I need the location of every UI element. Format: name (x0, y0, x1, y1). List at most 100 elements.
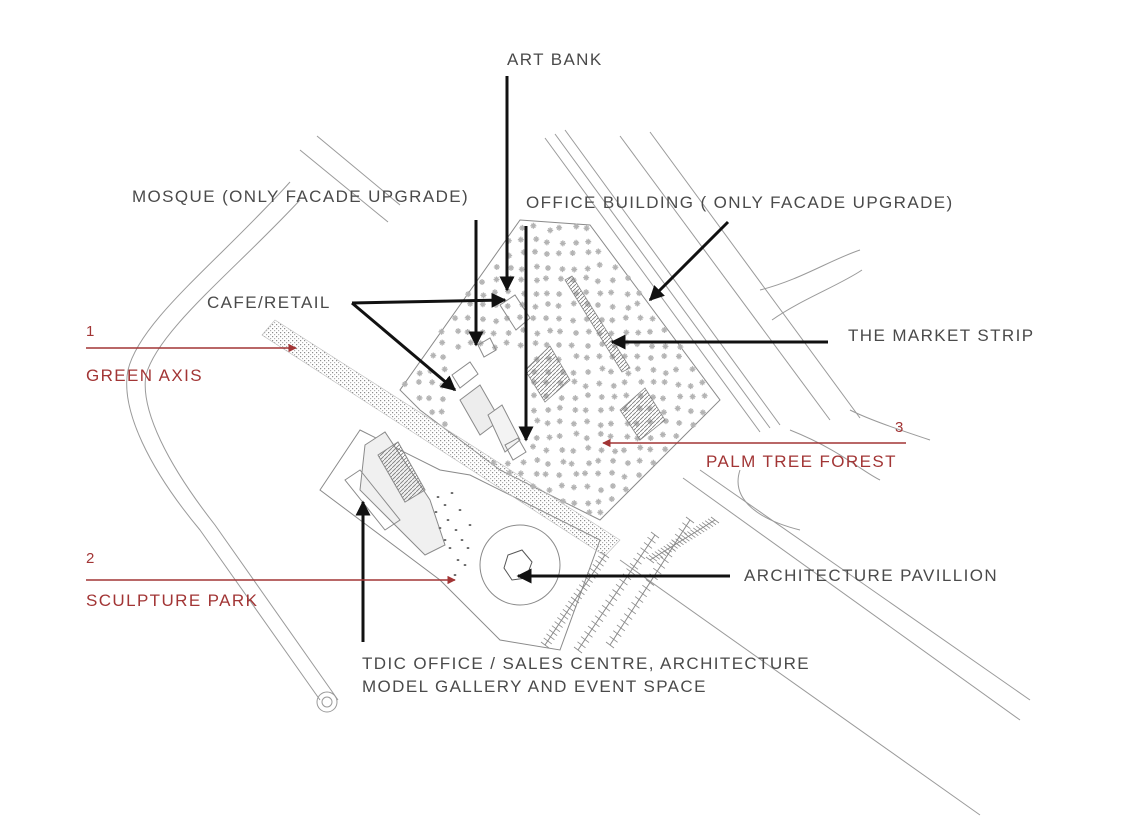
palm-tree-mark (622, 486, 629, 493)
palm-tree-mark (520, 459, 527, 466)
palm-tree-mark (520, 249, 527, 256)
palm-tree-mark (543, 290, 550, 297)
parking-bay-mark (580, 636, 590, 643)
palm-tree-mark (607, 420, 614, 427)
palm-tree-mark (637, 444, 644, 451)
palm-tree-mark (543, 250, 550, 257)
arrow-cafe-retail-a (351, 292, 507, 308)
palm-tree-mark (621, 379, 628, 386)
palm-tree-mark (661, 353, 668, 360)
palm-tree-mark (585, 369, 592, 376)
palm-tree-mark (594, 302, 601, 309)
parking-bay-mark (584, 630, 593, 638)
palm-tree-mark (479, 279, 486, 286)
parking-bay-mark (629, 563, 639, 570)
palm-tree-mark (570, 484, 577, 491)
palm-tree-mark (533, 434, 540, 441)
palm-tree-mark (608, 289, 615, 296)
palm-tree-mark (555, 341, 562, 348)
palm-tree-mark (531, 248, 538, 255)
palm-tree-mark (568, 342, 575, 349)
parking-bay-mark (594, 615, 604, 622)
parking-bay-mark (584, 576, 593, 583)
parking-bay-mark (704, 520, 714, 527)
parking-bay-mark (701, 522, 711, 529)
palm-tree-mark (650, 378, 657, 385)
palm-tree-mark (571, 378, 578, 385)
sculpture-mark (466, 547, 470, 549)
parking-bay-mark (645, 579, 655, 586)
palm-tree-mark (464, 314, 471, 321)
palm-tree-mark (699, 379, 706, 386)
parking-bay-mark (645, 556, 655, 564)
palm-tree-mark (594, 278, 601, 285)
parking-bay-mark (648, 554, 658, 562)
palm-tree-mark (559, 446, 566, 453)
palm-tree-mark (621, 353, 628, 360)
palm-tree-mark (530, 315, 537, 322)
parking-bay-mark (608, 594, 618, 602)
parking-bay-mark (640, 547, 649, 555)
palm-tree-mark (598, 487, 605, 494)
palm-tree-mark (517, 470, 524, 477)
palm-tree-mark (586, 509, 593, 516)
parking-bay-mark (609, 635, 618, 643)
palm-tree-mark (612, 448, 619, 455)
palm-tree-mark (625, 304, 632, 311)
parking-bay-mark (663, 545, 672, 553)
pavillion-shape (479, 524, 561, 606)
parking-bay-mark (570, 596, 580, 604)
palm-tree-mark (570, 447, 577, 454)
parking-bay-mark (557, 617, 566, 624)
palm-tree-mark (545, 406, 552, 413)
palm-tree-mark (673, 433, 680, 440)
palm-tree-mark (505, 237, 512, 244)
palm-tree-mark (479, 316, 486, 323)
palm-tree-mark (611, 393, 618, 400)
palm-tree-mark (625, 370, 632, 377)
palm-tree-mark (573, 470, 580, 477)
parking-bay-mark (642, 584, 651, 592)
parking-bay-mark (598, 555, 607, 563)
parking-bay-mark (627, 607, 637, 615)
parking-bay-mark (626, 568, 635, 575)
palm-tree-mark (546, 434, 553, 441)
palm-tree-mark (544, 265, 551, 272)
palm-tree-mark (560, 458, 567, 465)
palm-tree-mark (675, 381, 682, 388)
palm-tree-mark (608, 405, 615, 412)
palm-tree-mark (596, 380, 603, 387)
zone-name-green-axis: GREEN AXIS (86, 366, 203, 385)
palm-tree-mark (521, 290, 528, 297)
palm-tree-mark (467, 300, 474, 307)
parking-bay-mark (576, 588, 585, 596)
palm-tree-mark (676, 419, 683, 426)
palm-tree-mark (530, 392, 537, 399)
sculpture-mark (438, 527, 442, 529)
parking-bay-mark (707, 518, 717, 526)
palm-tree-mark (597, 430, 604, 437)
palm-tree-mark (662, 446, 669, 453)
palm-tree-mark (636, 290, 643, 297)
east-highway (544, 129, 1031, 816)
palm-tree-mark (506, 469, 513, 476)
palm-tree-mark (607, 433, 614, 440)
palm-tree-mark (479, 329, 486, 336)
palm-tree-mark (430, 352, 437, 359)
parking-bay-mark (663, 550, 673, 558)
palm-tree-mark (556, 472, 563, 479)
palm-tree-mark (556, 315, 563, 322)
parking-bay-mark (710, 516, 720, 524)
parking-bay-mark (678, 536, 687, 544)
label-cafe-retail: CAFE/RETAIL (207, 293, 331, 312)
parking-bay-mark (669, 542, 678, 549)
green-axis-strip (261, 319, 621, 557)
palm-tree-mark (518, 266, 525, 273)
parking-bay-mark (577, 641, 586, 649)
label-tdic-line2: MODEL GALLERY AND EVENT SPACE (362, 677, 707, 696)
palm-tree-mark (610, 457, 617, 464)
parking-bay-mark (693, 527, 702, 535)
arrow-cafe-retail-b (351, 301, 457, 392)
